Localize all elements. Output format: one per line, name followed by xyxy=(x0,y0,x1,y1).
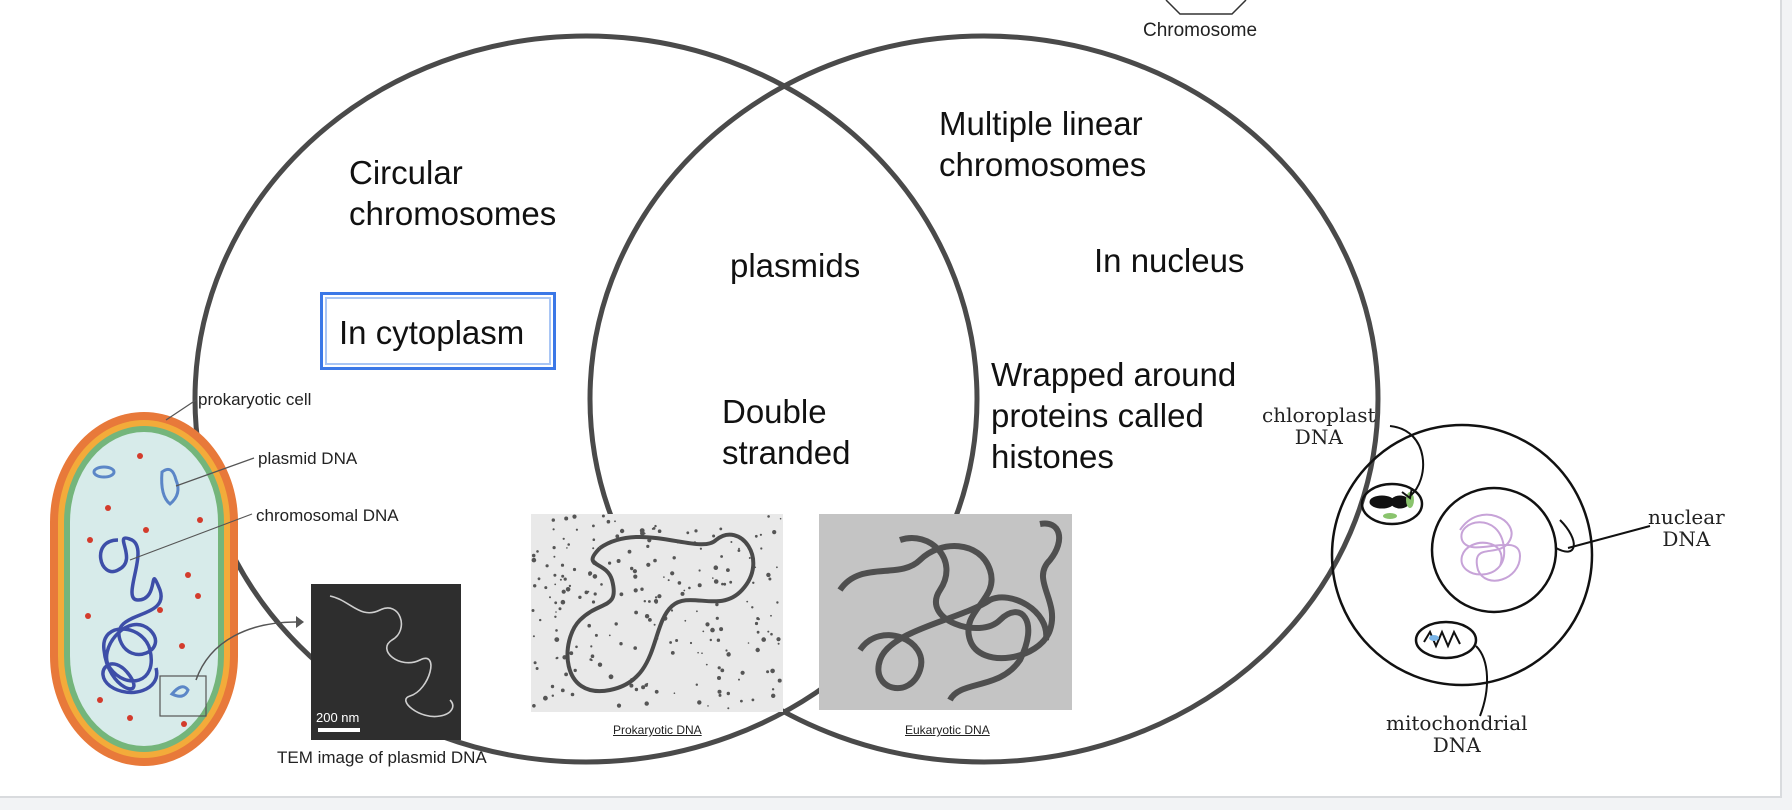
prokaryotic-dna-photo xyxy=(531,514,783,712)
label-circular-chromosomes[interactable]: Circular chromosomes xyxy=(349,154,557,232)
label-multiple-linear-chromosomes[interactable]: Multiple linear chromosomes xyxy=(939,105,1147,183)
label-prokaryotic-cell: prokaryotic cell xyxy=(198,390,312,409)
mitochondrial-dna-label: mitochondrial DNA xyxy=(1386,711,1528,757)
tem-caption: TEM image of plasmid DNA xyxy=(277,748,487,767)
diagram-canvas: Chromosome Circular chromosomes In cytop… xyxy=(0,0,1782,798)
chromosome-label: Chromosome xyxy=(1143,20,1258,41)
label-wrapped-histones[interactable]: Wrapped around proteins called histones xyxy=(991,356,1237,475)
label-double-stranded[interactable]: Double stranded xyxy=(722,393,851,471)
eukaryotic-cell-drawing xyxy=(1330,423,1651,717)
tem-plasmid-image xyxy=(311,584,461,740)
label-plasmids[interactable]: plasmids xyxy=(730,247,861,284)
eukaryotic-dna-photo xyxy=(819,514,1072,710)
eukaryotic-dna-caption[interactable]: Eukaryotic DNA xyxy=(905,723,990,737)
nuclear-dna-label: nuclear DNA xyxy=(1648,505,1725,551)
selected-textbox[interactable] xyxy=(320,292,556,370)
scale-bar-label: 200 nm xyxy=(316,710,360,725)
label-in-nucleus[interactable]: In nucleus xyxy=(1094,242,1245,279)
prokaryotic-cell-illustration xyxy=(50,399,304,766)
venn-right-circle xyxy=(587,33,1381,765)
prokaryotic-dna-caption[interactable]: Prokaryotic DNA xyxy=(613,723,702,737)
venn-diagram xyxy=(50,0,1651,766)
venn-left-circle xyxy=(192,33,980,765)
label-chromosomal-dna: chromosomal DNA xyxy=(256,506,399,525)
hexagon-shape-partial xyxy=(1165,0,1247,15)
label-in-cytoplasm[interactable]: In cytoplasm xyxy=(339,314,525,351)
label-plasmid-dna: plasmid DNA xyxy=(258,449,358,468)
chloroplast-dna-label: chloroplast DNA xyxy=(1262,403,1376,449)
